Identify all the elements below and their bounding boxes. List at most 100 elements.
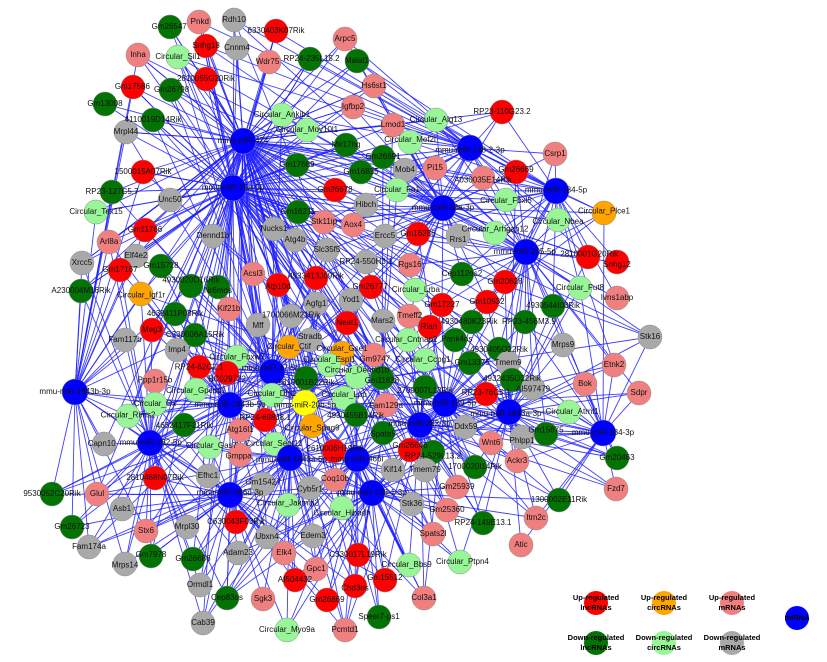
- node-circle[interactable]: [322, 177, 348, 203]
- node-circle[interactable]: [84, 481, 110, 507]
- node-circle[interactable]: [411, 585, 437, 611]
- node-circle[interactable]: [384, 177, 410, 203]
- node-circle[interactable]: [229, 127, 257, 155]
- node-circle[interactable]: [361, 73, 387, 99]
- node-circle[interactable]: [225, 540, 251, 566]
- node-circle[interactable]: [470, 165, 496, 191]
- node-circle[interactable]: [180, 546, 206, 572]
- node-circle[interactable]: [139, 317, 165, 343]
- node-circle[interactable]: [254, 524, 280, 550]
- node-circle[interactable]: [240, 261, 266, 287]
- node-circle[interactable]: [148, 253, 174, 279]
- node-circle[interactable]: [489, 99, 515, 125]
- node-circle[interactable]: [429, 194, 457, 222]
- node-circle[interactable]: [76, 534, 102, 560]
- node-circle[interactable]: [39, 481, 65, 507]
- node-circle[interactable]: [91, 431, 117, 457]
- node-circle[interactable]: [512, 309, 538, 335]
- node-circle[interactable]: [546, 487, 572, 513]
- node-circle[interactable]: [164, 337, 190, 363]
- node-circle[interactable]: [223, 509, 249, 535]
- node-circle[interactable]: [334, 310, 360, 336]
- node-circle[interactable]: [380, 112, 406, 138]
- node-circle[interactable]: [447, 549, 473, 575]
- node-circle[interactable]: [130, 159, 156, 185]
- node-circle[interactable]: [434, 497, 460, 523]
- node-circle[interactable]: [140, 107, 166, 133]
- node-circle[interactable]: [449, 261, 475, 287]
- node-circle[interactable]: [474, 289, 500, 315]
- node-circle[interactable]: [333, 132, 359, 158]
- node-circle[interactable]: [158, 77, 184, 103]
- node-circle[interactable]: [224, 35, 250, 61]
- node-circle[interactable]: [133, 518, 159, 544]
- node-circle[interactable]: [219, 174, 247, 202]
- node-circle[interactable]: [520, 375, 546, 401]
- node-circle[interactable]: [297, 475, 323, 501]
- node-circle[interactable]: [227, 417, 253, 443]
- node-circle[interactable]: [412, 347, 438, 373]
- node-circle[interactable]: [504, 448, 530, 474]
- node-circle[interactable]: [405, 221, 431, 247]
- node-circle[interactable]: [216, 481, 244, 509]
- node-circle[interactable]: [162, 301, 188, 327]
- node-circle[interactable]: [604, 445, 630, 471]
- node-circle[interactable]: [250, 471, 276, 497]
- node-circle[interactable]: [282, 567, 308, 593]
- node-circle[interactable]: [314, 587, 340, 613]
- node-circle[interactable]: [157, 14, 183, 40]
- node-circle[interactable]: [112, 551, 138, 577]
- node-circle[interactable]: [540, 293, 566, 319]
- node-circle[interactable]: [332, 617, 358, 643]
- node-circle[interactable]: [369, 365, 395, 391]
- node-circle[interactable]: [263, 18, 289, 44]
- node-circle[interactable]: [300, 523, 326, 549]
- node-circle[interactable]: [395, 327, 421, 353]
- node-circle[interactable]: [205, 274, 231, 300]
- node-circle[interactable]: [216, 391, 244, 419]
- node-circle[interactable]: [442, 327, 468, 353]
- node-circle[interactable]: [200, 223, 226, 249]
- node-circle[interactable]: [174, 514, 200, 540]
- node-circle[interactable]: [575, 244, 601, 270]
- node-circle[interactable]: [165, 44, 191, 70]
- node-circle[interactable]: [370, 144, 396, 170]
- node-circle[interactable]: [311, 209, 337, 235]
- node-circle[interactable]: [321, 438, 347, 464]
- node-circle[interactable]: [120, 74, 146, 100]
- node-circle[interactable]: [214, 585, 240, 611]
- node-circle[interactable]: [322, 467, 348, 493]
- node-circle[interactable]: [115, 403, 141, 429]
- node-circle[interactable]: [68, 278, 94, 304]
- node-circle[interactable]: [412, 374, 438, 400]
- node-circle[interactable]: [182, 322, 208, 348]
- node-circle[interactable]: [542, 141, 568, 167]
- node-circle[interactable]: [294, 117, 320, 143]
- node-circle[interactable]: [399, 491, 425, 517]
- node-circle[interactable]: [195, 463, 221, 489]
- node-circle[interactable]: [406, 411, 434, 439]
- node-circle[interactable]: [417, 314, 443, 340]
- node-circle[interactable]: [269, 102, 295, 128]
- node-circle[interactable]: [343, 402, 369, 428]
- node-circle[interactable]: [343, 445, 371, 473]
- node-circle[interactable]: [216, 296, 242, 322]
- node-circle[interactable]: [353, 249, 379, 275]
- node-circle[interactable]: [299, 413, 325, 439]
- node-circle[interactable]: [99, 179, 125, 205]
- node-circle[interactable]: [372, 567, 398, 593]
- node-circle[interactable]: [370, 420, 396, 446]
- node-circle[interactable]: [284, 152, 310, 178]
- node-circle[interactable]: [380, 457, 406, 483]
- node-circle[interactable]: [271, 540, 297, 566]
- node-circle[interactable]: [402, 277, 428, 303]
- node-circle[interactable]: [250, 586, 276, 612]
- node-circle[interactable]: [358, 479, 386, 507]
- node-circle[interactable]: [572, 371, 598, 397]
- node-circle[interactable]: [136, 429, 164, 457]
- node-circle[interactable]: [314, 237, 340, 263]
- node-circle[interactable]: [429, 292, 455, 318]
- node-circle[interactable]: [171, 412, 197, 438]
- node-circle[interactable]: [366, 604, 392, 630]
- node-circle[interactable]: [422, 155, 448, 181]
